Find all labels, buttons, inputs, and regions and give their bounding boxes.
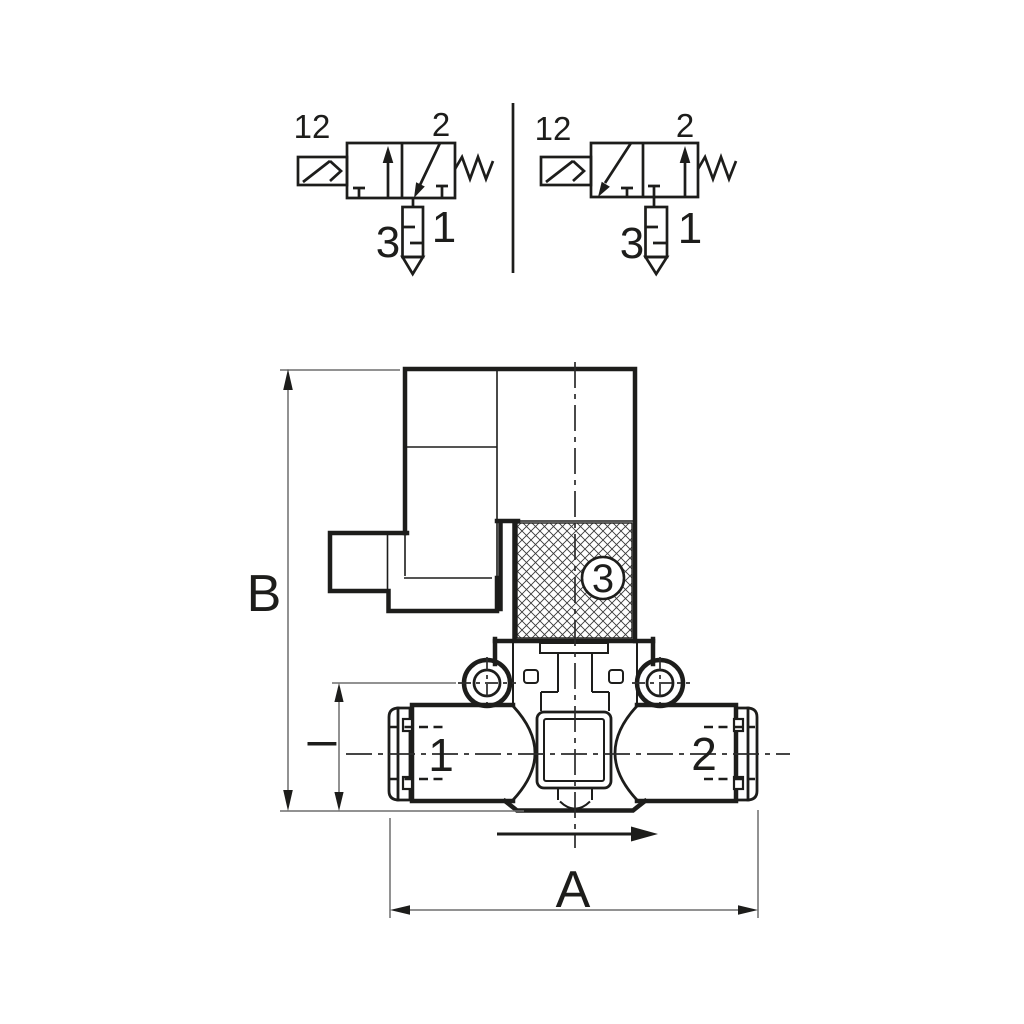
dimension-arrowhead [334,683,344,702]
dimension-a: A [389,810,759,919]
label-pilot-port-12: 12 [294,108,331,145]
dimension-arrowhead [390,905,410,915]
solenoid-chevron [329,160,344,182]
lower-channel [557,789,593,800]
flow-direction-arrow [497,826,658,842]
dimension-port-axis: – [308,682,456,811]
flow-path-diagonal-arrowhead [598,181,610,197]
label-pilot-port-12: 12 [535,110,572,147]
blocked-port-mark [436,184,448,197]
silencer-cone [643,255,670,277]
label-port-1: 1 [432,203,456,252]
label-port-2: 2 [676,107,694,144]
dimension-a-label: A [556,861,591,919]
dimension-b: B [247,369,524,812]
dimension-arrowhead [283,790,293,811]
silencer-lines [402,225,423,245]
valve-outline-drawing: 3 [327,362,790,848]
fitting-1-body [409,702,516,804]
solenoid-diagonal [545,159,574,184]
silencer-lines [645,225,667,245]
flow-path-diagonal [603,142,633,184]
center-window-outer [535,710,613,790]
silencer-body [644,205,669,259]
valve-squares [345,141,457,200]
schematic-left-valve-symbol: 12 2 3 1 [294,106,495,277]
blocked-port-mark [621,186,633,196]
flow-path-diagonal [418,142,442,186]
blocked-port-mark [353,186,365,197]
plug-connector-outline [327,530,500,614]
port-2-label: 2 [691,728,717,780]
body-flank-right [613,704,639,802]
solenoid-chevron [572,160,587,182]
flow-path-arrowhead [382,146,394,163]
dimension-port-axis-label: – [308,711,337,769]
silencer-body [401,205,425,259]
dimension-arrowhead [334,792,344,811]
label-port-1: 1 [678,204,702,253]
fitting-1-notch [401,717,414,733]
label-port-2: 2 [432,106,450,143]
silencer-cone [400,255,426,277]
exhaust-callout-circle [580,555,626,601]
port-1-label: 1 [428,729,454,781]
fitting-2-body [634,702,739,804]
coil-inner-lines [386,371,498,589]
dimension-arrowhead [738,905,758,915]
sensor-lug [523,669,539,684]
flow-path-diagonal-arrowhead [414,182,425,198]
label-port-3: 3 [376,218,400,267]
blocked-port-mark [648,184,660,196]
center-window-inner [543,718,605,782]
fitting-1-notch [401,775,414,791]
spring-icon [696,153,738,183]
exhaust-callout-label: 3 [592,557,614,601]
body-flank-left [511,704,537,802]
solenoid-symbol [539,155,593,187]
label-port-3: 3 [620,219,644,268]
dimension-arrowhead [283,369,293,390]
center-channel [540,653,610,711]
fitting-2-notch [732,717,745,733]
solenoid-diagonal [302,159,331,184]
spring-icon [453,153,495,183]
coil-housing-outline [402,366,638,644]
sensor-lug [608,669,624,684]
fitting-2-notch [732,775,745,791]
flow-path-arrowhead [679,146,691,163]
solenoid-symbol [296,155,349,187]
body-notch [539,642,609,654]
mounting-hole-centerlines [458,657,690,711]
schematic-right-valve-symbol: 12 2 3 1 [535,107,738,277]
dimension-b-label: B [247,565,282,623]
